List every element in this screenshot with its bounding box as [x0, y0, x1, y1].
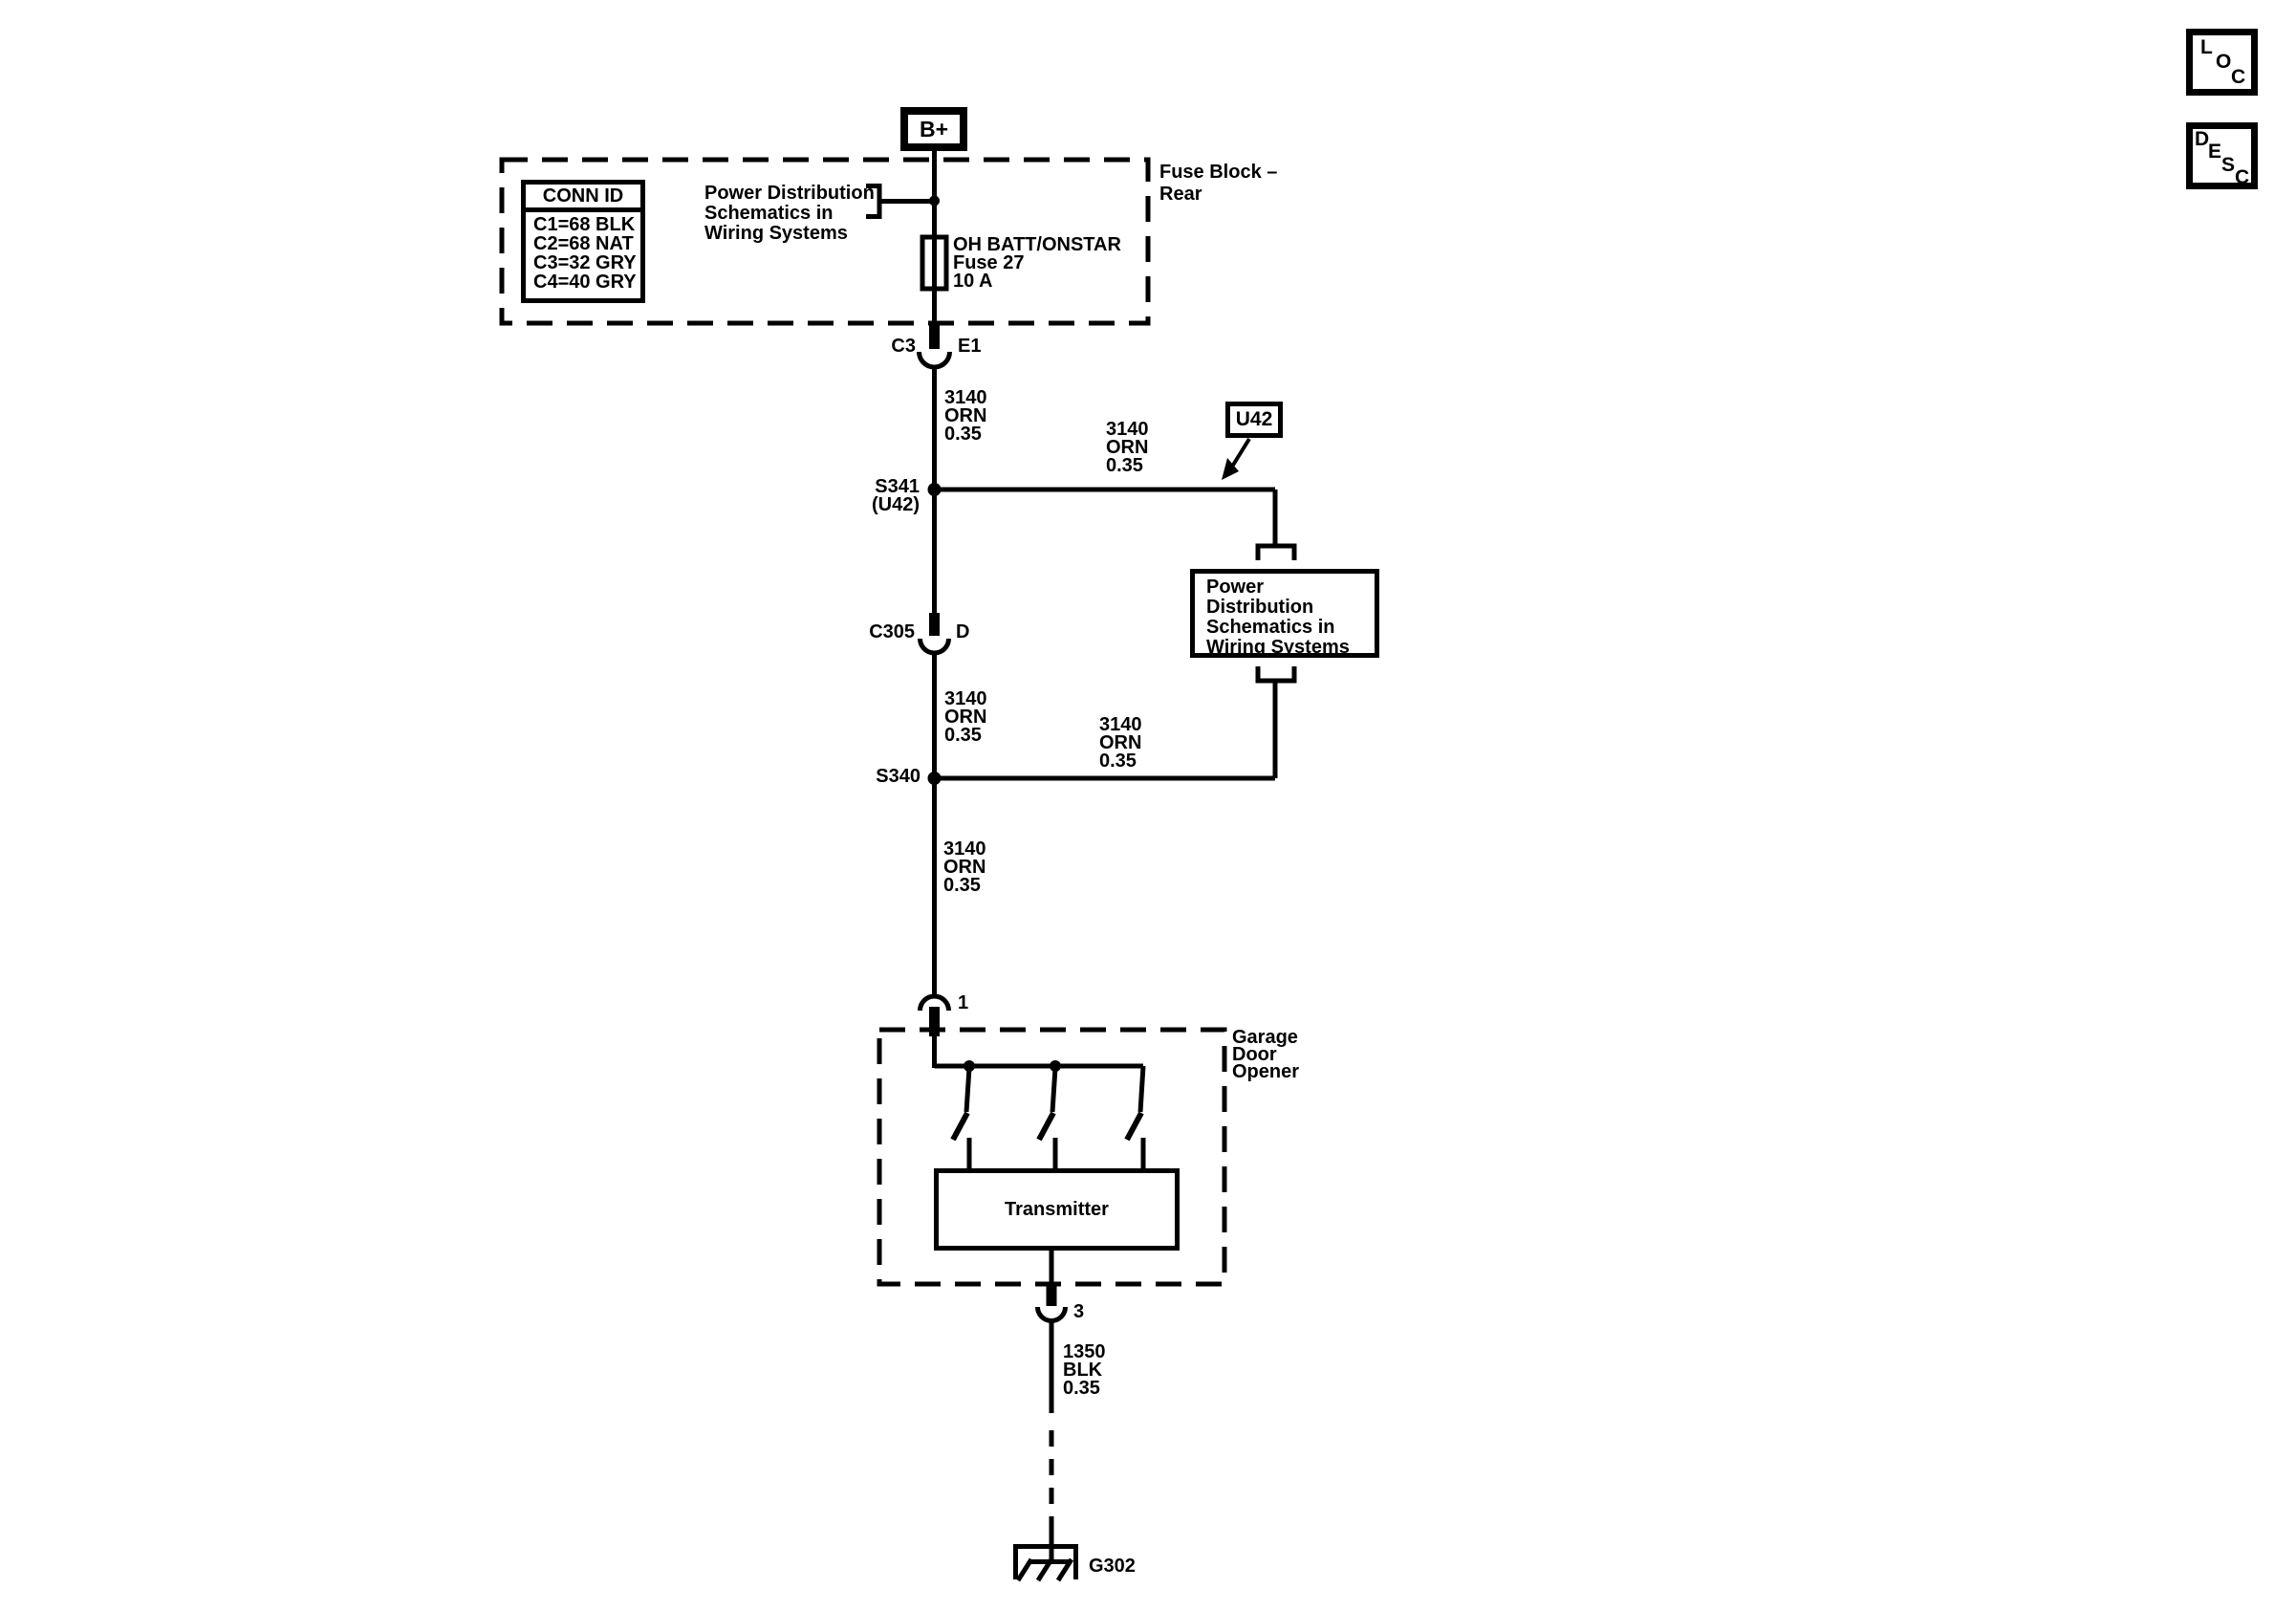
wire-label-1350-blk: 1350 BLK 0.35 [1063, 1341, 1106, 1399]
conn-id-table: CONN ID C1=68 BLK C2=68 NAT C3=32 GRY C4… [521, 180, 645, 303]
fuse-rating: 10 A [953, 271, 993, 292]
u42-arrow-head [1222, 458, 1239, 480]
s341-splice-dot [927, 483, 942, 496]
fuse-label: OH BATT/ONSTAR Fuse 27 10 A [953, 234, 1121, 292]
power-dist-reference-box: Power Distribution Schematics in Wiring … [1190, 569, 1379, 658]
loc-letter: C [2231, 66, 2246, 88]
note-callout-bracket [866, 184, 935, 219]
power-dist-box-line3: Wiring Systems [1206, 637, 1350, 658]
fuse-symbol [920, 234, 949, 292]
fuse-block-title-line1: Fuse Block – [1159, 162, 1278, 183]
desc-letter: S [2221, 154, 2236, 176]
wire-label-3140-orn-5: 3140 ORN 0.35 [943, 838, 986, 896]
note-line1: Power Distribution [704, 183, 875, 204]
desc-nav-button[interactable]: D E S C [2186, 122, 2258, 189]
conn-id-row: C2=68 NAT [533, 233, 634, 254]
battery-feed-label: B+ [919, 116, 949, 142]
fuse-block-dashed-outline [499, 157, 1151, 326]
s341-branch-wire [934, 487, 1278, 546]
c3-pin-stub [929, 324, 940, 349]
conn-id-row: C3=32 GRY [533, 252, 637, 273]
switch-blades [950, 1111, 1144, 1142]
fuse-block-title: Fuse Block – Rear [1159, 162, 1277, 206]
loc-nav-button[interactable]: L O C [2186, 29, 2258, 96]
note-line2: Schematics in [704, 203, 834, 224]
transmitter-label: Transmitter [1005, 1198, 1109, 1220]
ground-symbol-hatch [1015, 1557, 1074, 1582]
fuse-number: Fuse 27 [953, 252, 1025, 273]
desc-letter: C [2235, 166, 2250, 188]
s340-splice-dot [927, 772, 942, 785]
splice-s340-label: S340 [876, 766, 921, 787]
gdo-pin3-label: 3 [1073, 1301, 1085, 1322]
switch-bottom-stubs [966, 1138, 1146, 1169]
splice-s341-label: S341 (U42) [871, 476, 920, 515]
conn-id-divider [526, 207, 640, 212]
power-dist-box-line1: Power Distribution [1206, 577, 1314, 618]
power-distribution-note: Power Distribution Schematics in Wiring … [704, 184, 875, 244]
wire-label-3140-orn-3: 3140 ORN 0.35 [944, 688, 987, 746]
conn-id-title: CONN ID [542, 185, 624, 207]
ground-g302-label: G302 [1089, 1556, 1136, 1577]
u42-callout-box: U42 [1225, 402, 1283, 438]
gdo-pin1-dome [918, 993, 951, 1012]
c305-pin-stub [929, 613, 940, 636]
loc-letter: O [2216, 51, 2232, 73]
bplus-junction-dot [929, 195, 940, 207]
ground-symbol-frame [1013, 1526, 1078, 1579]
loc-letter: L [2200, 36, 2213, 58]
desc-letter: E [2208, 141, 2222, 163]
desc-letter: D [2195, 128, 2210, 150]
c3-connector-cup [917, 351, 952, 370]
wire-label-3140-orn-2: 3140 ORN 0.35 [1106, 419, 1149, 476]
gdo-pin3-cup [1035, 1306, 1068, 1323]
gdo-pin1-stub [929, 1007, 940, 1036]
u42-arrow-shaft [1230, 437, 1251, 468]
u42-callout-label: U42 [1235, 408, 1273, 430]
switch-top-legs [964, 1065, 1146, 1113]
wire-label-3140-orn-4: 3140 ORN 0.35 [1099, 714, 1142, 772]
conn-id-row: C4=40 GRY [533, 272, 637, 293]
battery-feed-box: B+ [900, 107, 967, 151]
wire-label-3140-orn-1: 3140 ORN 0.35 [944, 387, 987, 445]
connector-c3-label: C3 [891, 336, 916, 357]
gdo-pin1-label: 1 [958, 992, 969, 1013]
power-dist-box-line2: Schematics in [1206, 617, 1335, 638]
connector-c3-pin-label: E1 [958, 336, 982, 357]
power-dist-top-terminal [1255, 543, 1297, 560]
power-dist-bottom-terminal [1255, 666, 1297, 684]
c305-connector-cup [918, 638, 951, 656]
connector-c305-pin-label: D [956, 621, 970, 642]
fuse-name: OH BATT/ONSTAR [953, 234, 1121, 255]
note-line3: Wiring Systems [704, 223, 848, 244]
s340-branch-wire [934, 681, 1278, 781]
gdo-pin3-stub [1046, 1286, 1057, 1306]
connector-c305-label: C305 [869, 621, 915, 642]
transmitter-box: Transmitter [934, 1168, 1180, 1251]
fuse-block-title-line2: Rear [1159, 184, 1202, 205]
garage-door-opener-label: Garage Door Opener [1232, 1027, 1300, 1082]
conn-id-row: C1=68 BLK [533, 214, 636, 235]
